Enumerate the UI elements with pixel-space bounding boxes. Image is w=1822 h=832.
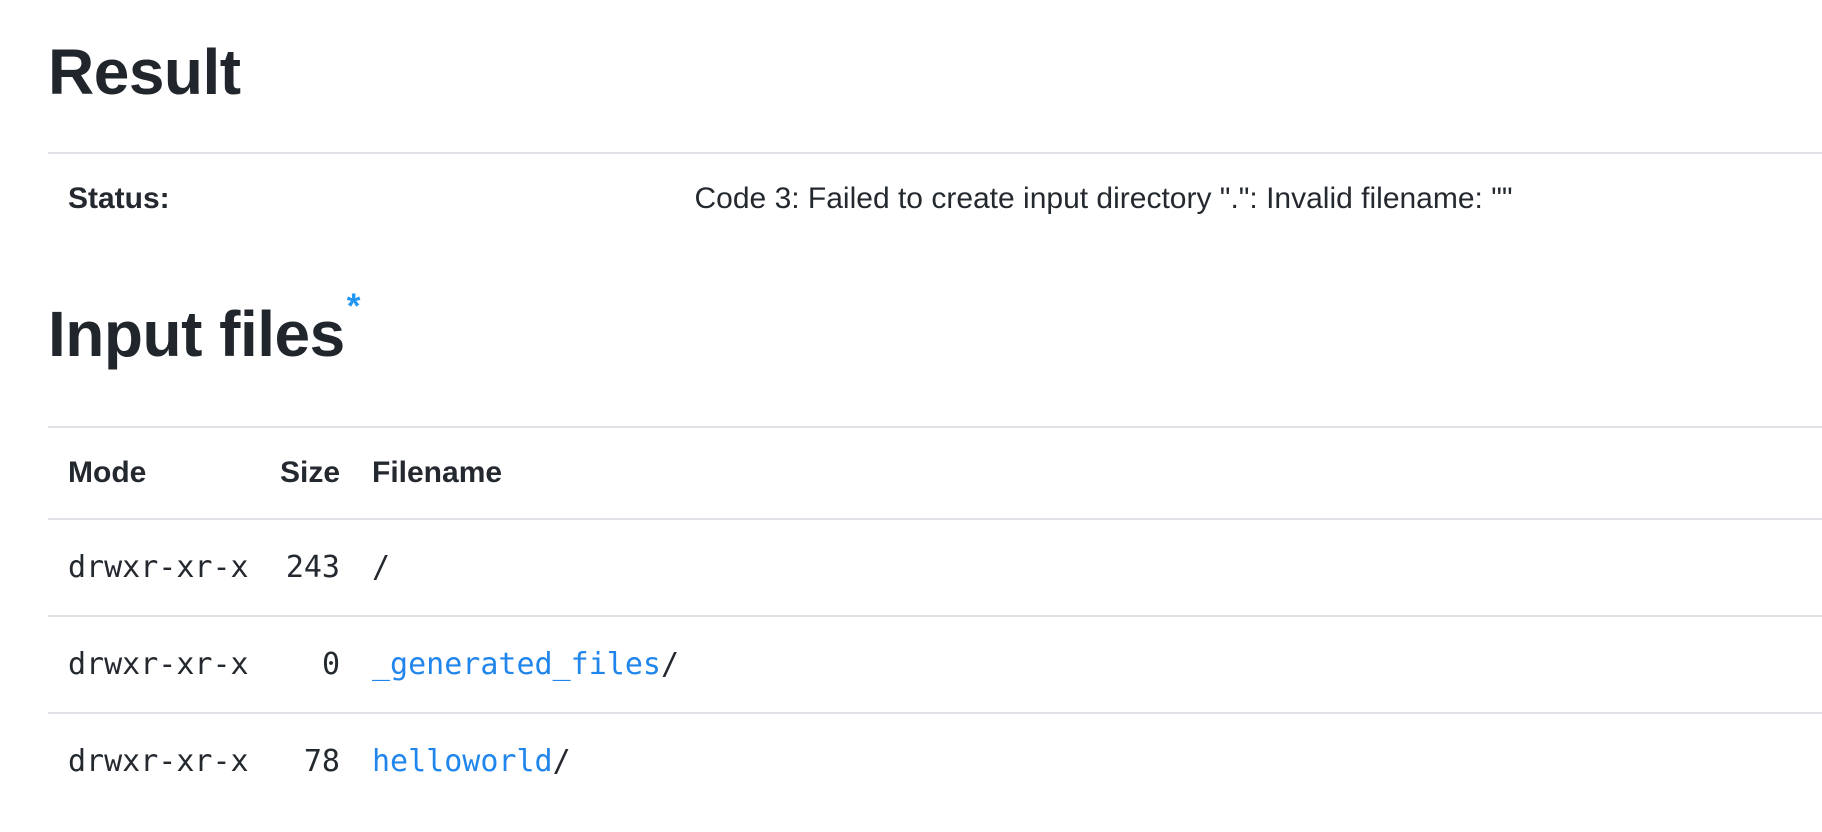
file-mode: drwxr-xr-x (48, 615, 278, 713)
status-value: Code 3: Failed to create input directory… (694, 182, 1513, 215)
file-name-cell: / (340, 518, 1822, 616)
file-mode: drwxr-xr-x (48, 518, 278, 616)
files-table-header-row: Mode Size Filename (48, 427, 1822, 519)
file-mode: drwxr-xr-x (48, 712, 278, 809)
column-header-mode: Mode (68, 456, 147, 489)
table-row: drwxr-xr-x 78 helloworld/ (48, 712, 1822, 809)
current-directory-path: / (372, 550, 391, 585)
input-files-table: Mode Size Filename drwxr-xr-x 243 / drwx… (48, 426, 1822, 809)
table-row: drwxr-xr-x 0 _generated_files/ (48, 615, 1822, 713)
file-name-cell: _generated_files/ (340, 615, 1822, 713)
status-label: Status: (68, 182, 170, 215)
input-files-heading-text: Input files (48, 298, 345, 370)
page-content: Result Status: Code 3: Failed to create … (0, 32, 1822, 809)
input-files-heading: Input files* (48, 287, 1822, 374)
directory-link[interactable]: helloworld (372, 744, 553, 779)
directory-link[interactable]: _generated_files (372, 647, 661, 682)
required-asterisk: * (346, 287, 361, 327)
directory-slash: / (660, 647, 680, 682)
table-row: drwxr-xr-x 243 / (48, 518, 1822, 616)
status-table: Status: Code 3: Failed to create input d… (48, 152, 1822, 244)
file-size: 243 (278, 518, 340, 616)
file-name-cell: helloworld/ (340, 712, 1822, 809)
file-size: 0 (278, 615, 340, 713)
directory-slash: / (552, 744, 571, 779)
result-heading: Result (48, 36, 241, 108)
column-header-size: Size (279, 456, 340, 489)
file-size: 78 (278, 712, 340, 809)
status-row: Status: Code 3: Failed to create input d… (48, 153, 1822, 244)
column-header-filename: Filename (372, 456, 503, 489)
